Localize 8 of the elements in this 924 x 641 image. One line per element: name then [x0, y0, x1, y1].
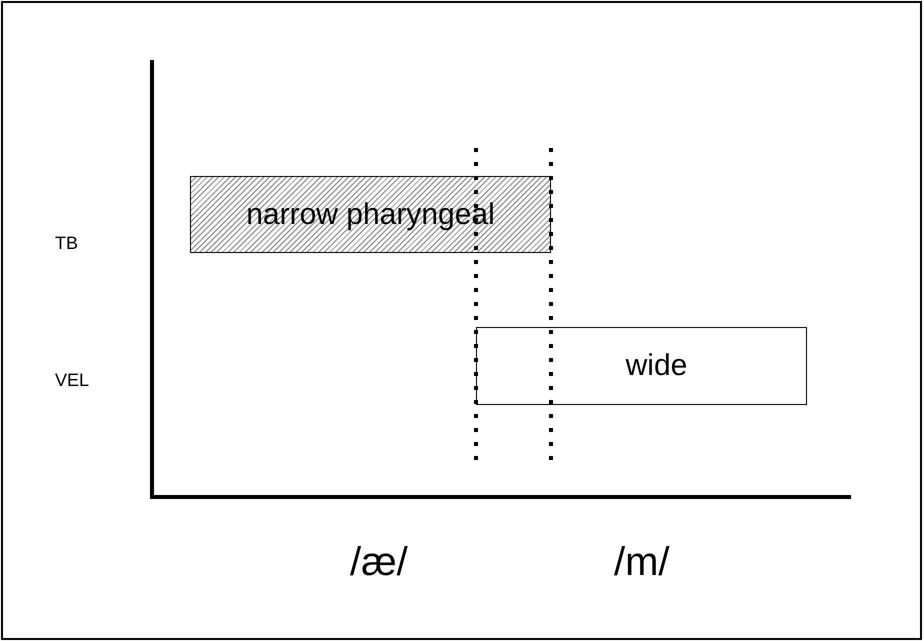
tier-label: TB: [55, 233, 78, 254]
tier-label: VEL: [55, 370, 90, 391]
hatched-gesture-bar: [190, 176, 551, 253]
gesture-label: narrow pharyngeal: [246, 198, 495, 232]
segment-label: /æ/: [350, 540, 408, 585]
segment-label: /m/: [614, 540, 670, 585]
gesture-bar: [476, 327, 807, 405]
gesture-label: wide: [626, 349, 688, 383]
